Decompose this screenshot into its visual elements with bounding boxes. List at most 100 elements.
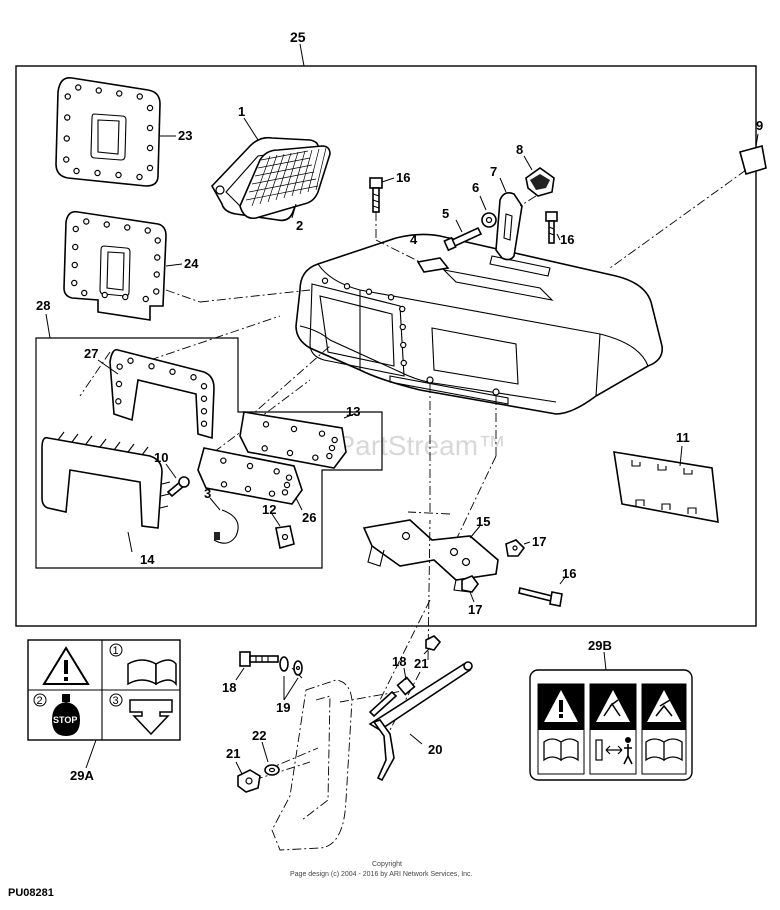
part-13-strip[interactable]	[239, 411, 347, 469]
part-16-bolt-a[interactable]	[369, 177, 383, 213]
callout-6[interactable]: 6	[472, 180, 479, 195]
callout-4[interactable]: 4	[410, 232, 418, 247]
bolt-hole	[154, 254, 161, 261]
decal-29b[interactable]	[529, 669, 693, 781]
bolt-hole	[312, 454, 319, 461]
part-6-washer[interactable]	[481, 212, 497, 228]
part-23-gasket-plate[interactable]	[55, 76, 161, 187]
part-16-bolt-c[interactable]	[518, 587, 563, 607]
callout-18b[interactable]: 18	[392, 654, 406, 669]
part-5-bolt[interactable]	[443, 226, 483, 252]
mesh-line	[260, 150, 309, 161]
callout-29a[interactable]: 29A	[70, 768, 94, 783]
part-8-clip[interactable]	[525, 167, 555, 197]
bolt-hole	[95, 87, 102, 94]
callout-22[interactable]: 22	[252, 728, 266, 743]
mesh-line	[291, 150, 306, 197]
part-22-washer[interactable]	[264, 764, 280, 776]
bolt-hole	[286, 449, 294, 457]
part-21-nut-b[interactable]	[237, 769, 261, 793]
callout-9[interactable]: 9	[756, 118, 763, 133]
part-20-rod[interactable]	[368, 661, 473, 782]
bolt-hole	[72, 243, 79, 251]
bolt-hole	[154, 237, 161, 244]
part-7-latch[interactable]	[495, 192, 523, 261]
bolt-hole	[190, 374, 197, 381]
callout-14[interactable]: 14	[140, 552, 155, 567]
part-2-filter-mesh[interactable]	[239, 145, 331, 220]
callout-25[interactable]: 25	[290, 29, 306, 45]
part-17-nut-a[interactable]	[505, 539, 526, 557]
bolt-hole	[343, 283, 351, 290]
hood-housing[interactable]	[295, 233, 664, 415]
mesh-line	[257, 157, 311, 169]
part-11-gasket[interactable]	[613, 451, 719, 523]
bolt-hole	[115, 398, 122, 405]
callout-16c[interactable]: 16	[562, 566, 576, 581]
callout-7[interactable]: 7	[490, 164, 497, 179]
bolt-hole	[328, 444, 336, 452]
part-18-bolt-b[interactable]	[368, 676, 416, 718]
callout-23[interactable]: 23	[178, 128, 192, 143]
part-19-washers[interactable]	[279, 656, 303, 676]
callout-13[interactable]: 13	[346, 404, 360, 419]
callout-10[interactable]: 10	[154, 450, 168, 465]
callout-19[interactable]: 19	[276, 700, 290, 715]
bolt-hole	[400, 341, 407, 349]
mesh-line	[283, 151, 299, 199]
mesh-line	[259, 154, 278, 205]
callout-5[interactable]: 5	[442, 206, 449, 221]
part-18-bolt-a[interactable]	[239, 651, 279, 667]
part-21-nut-a[interactable]	[425, 635, 442, 651]
callout-21b[interactable]: 21	[226, 746, 240, 761]
callout-1[interactable]: 1	[238, 104, 245, 119]
part-3-clamp[interactable]	[213, 509, 239, 544]
callout-17b[interactable]: 17	[468, 602, 482, 617]
callout-16a[interactable]: 16	[396, 170, 410, 185]
bolt-hole	[318, 430, 326, 437]
part-10-screw[interactable]	[166, 476, 190, 498]
part-14-seal[interactable]	[41, 431, 171, 529]
mesh-line	[307, 148, 320, 193]
bolt-hole	[101, 291, 108, 299]
callout-21a[interactable]: 21	[414, 656, 428, 671]
bolt-hole	[72, 225, 79, 233]
decal-29a[interactable]: 1 2 STOP 3	[27, 639, 181, 741]
part-12-clip-nut[interactable]	[275, 525, 295, 550]
callout-16b[interactable]: 16	[560, 232, 574, 247]
callout-11[interactable]: 11	[676, 430, 690, 445]
callout-26[interactable]: 26	[302, 510, 316, 525]
bolt-hole	[81, 289, 88, 297]
bolt-hole	[399, 305, 406, 313]
callout-8[interactable]: 8	[516, 142, 523, 157]
bolt-hole	[71, 279, 78, 287]
callout-29b[interactable]: 29B	[588, 638, 612, 653]
bolt-hole	[283, 481, 291, 489]
part-9-cap[interactable]	[739, 144, 767, 176]
assembly-frame-25	[15, 65, 757, 627]
mesh-line	[251, 171, 315, 185]
callout-18a[interactable]: 18	[222, 680, 236, 695]
callout-2[interactable]: 2	[296, 218, 303, 233]
part-15-bracket[interactable]	[362, 519, 499, 593]
callout-17a[interactable]: 17	[532, 534, 546, 549]
callout-3[interactable]: 3	[204, 486, 211, 501]
callout-12[interactable]: 12	[262, 502, 276, 517]
part-17-nut-b[interactable]	[461, 575, 479, 593]
bolt-hole	[146, 124, 154, 132]
bolt-hole	[261, 445, 268, 452]
part-16-bolt-b[interactable]	[545, 211, 558, 244]
callout-28[interactable]: 28	[36, 298, 50, 313]
callout-15[interactable]: 15	[476, 514, 490, 529]
callout-27[interactable]: 27	[84, 346, 98, 361]
callout-20[interactable]: 20	[428, 742, 442, 757]
bolt-hole	[200, 408, 208, 415]
part-26-strip[interactable]	[197, 447, 303, 505]
part-24-gasket[interactable]	[63, 210, 167, 321]
bolt-hole	[399, 323, 406, 331]
callout-24[interactable]: 24	[184, 256, 199, 271]
bolt-hole	[153, 271, 160, 278]
bolt-hole	[200, 395, 208, 402]
part-27-seal[interactable]	[109, 348, 215, 440]
mesh-line	[315, 147, 327, 191]
